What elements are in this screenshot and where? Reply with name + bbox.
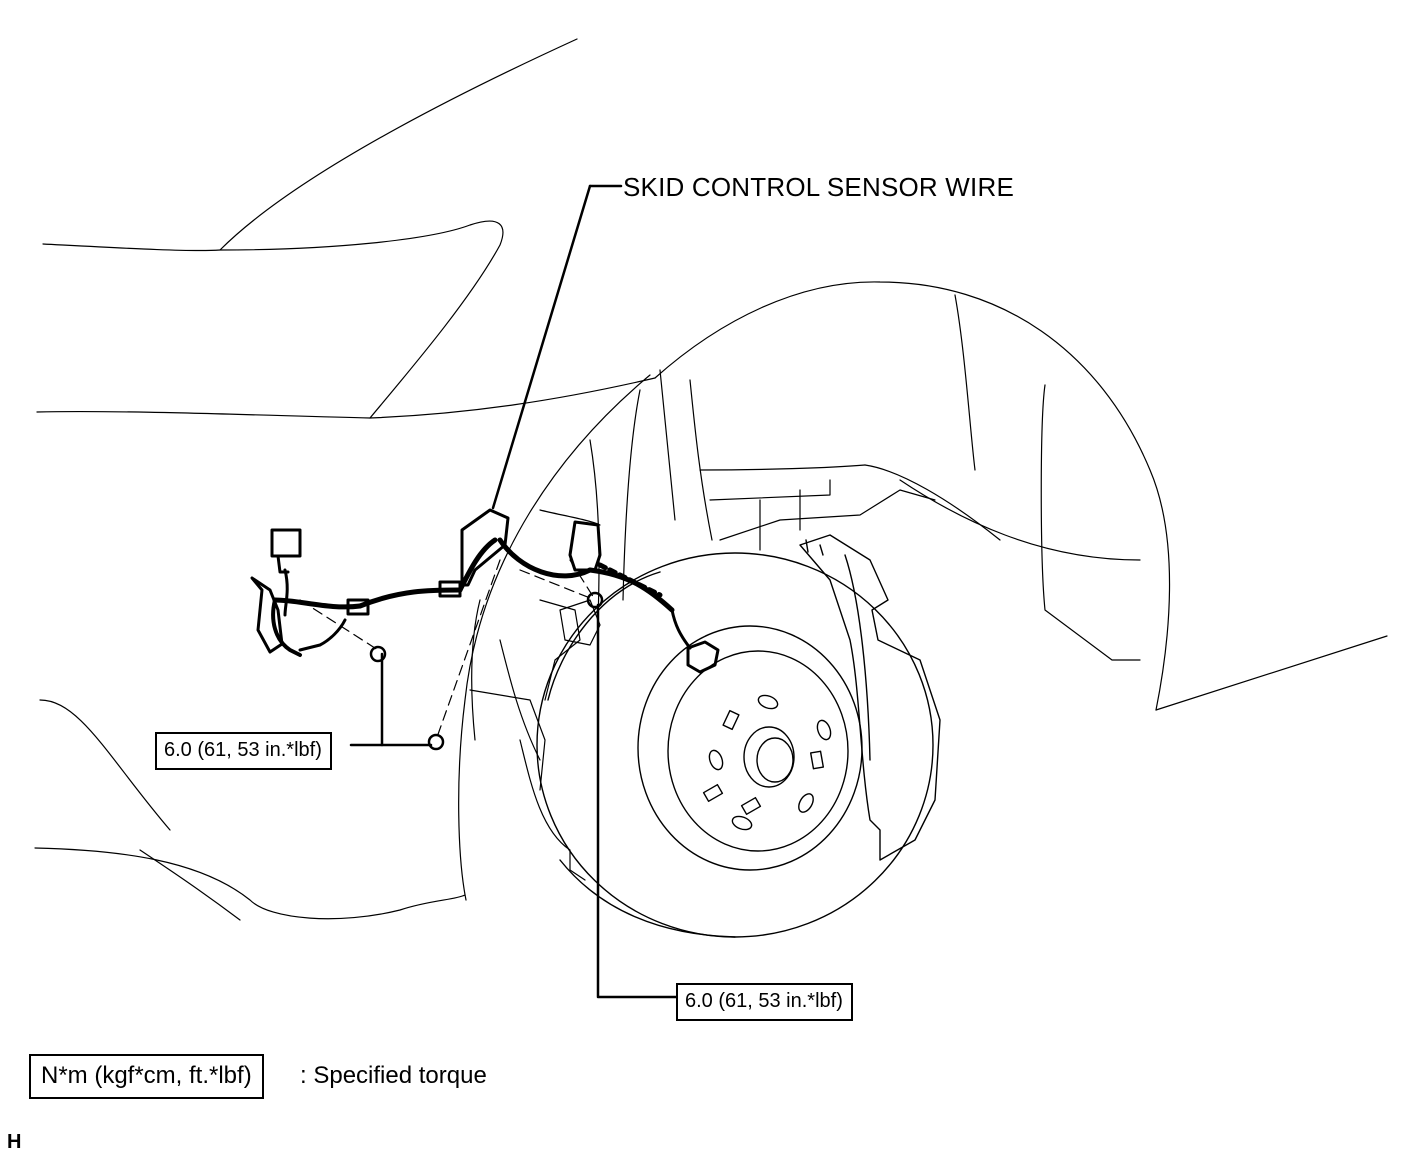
torque-spec-knuckle-bolt: 6.0 (61, 53 in.*lbf) [676, 983, 853, 1021]
figure-corner-mark: H [7, 1131, 22, 1153]
legend-unit-box: N*m (kgf*cm, ft.*lbf) [29, 1054, 264, 1099]
sensor-wire-label: SKID CONTROL SENSOR WIRE [623, 172, 1014, 202]
vehicle-body-outline [34, 38, 1388, 921]
knuckle-outline [469, 599, 601, 881]
mounting-bolts [369, 591, 604, 751]
brake-disc [536, 552, 934, 938]
brake-caliper [799, 534, 941, 861]
torque-spec-bracket-bolts: 6.0 (61, 53 in.*lbf) [155, 732, 332, 770]
leader-lines [349, 184, 678, 999]
sensor-wire-harness [250, 508, 720, 741]
legend-description: : Specified torque [300, 1062, 487, 1089]
